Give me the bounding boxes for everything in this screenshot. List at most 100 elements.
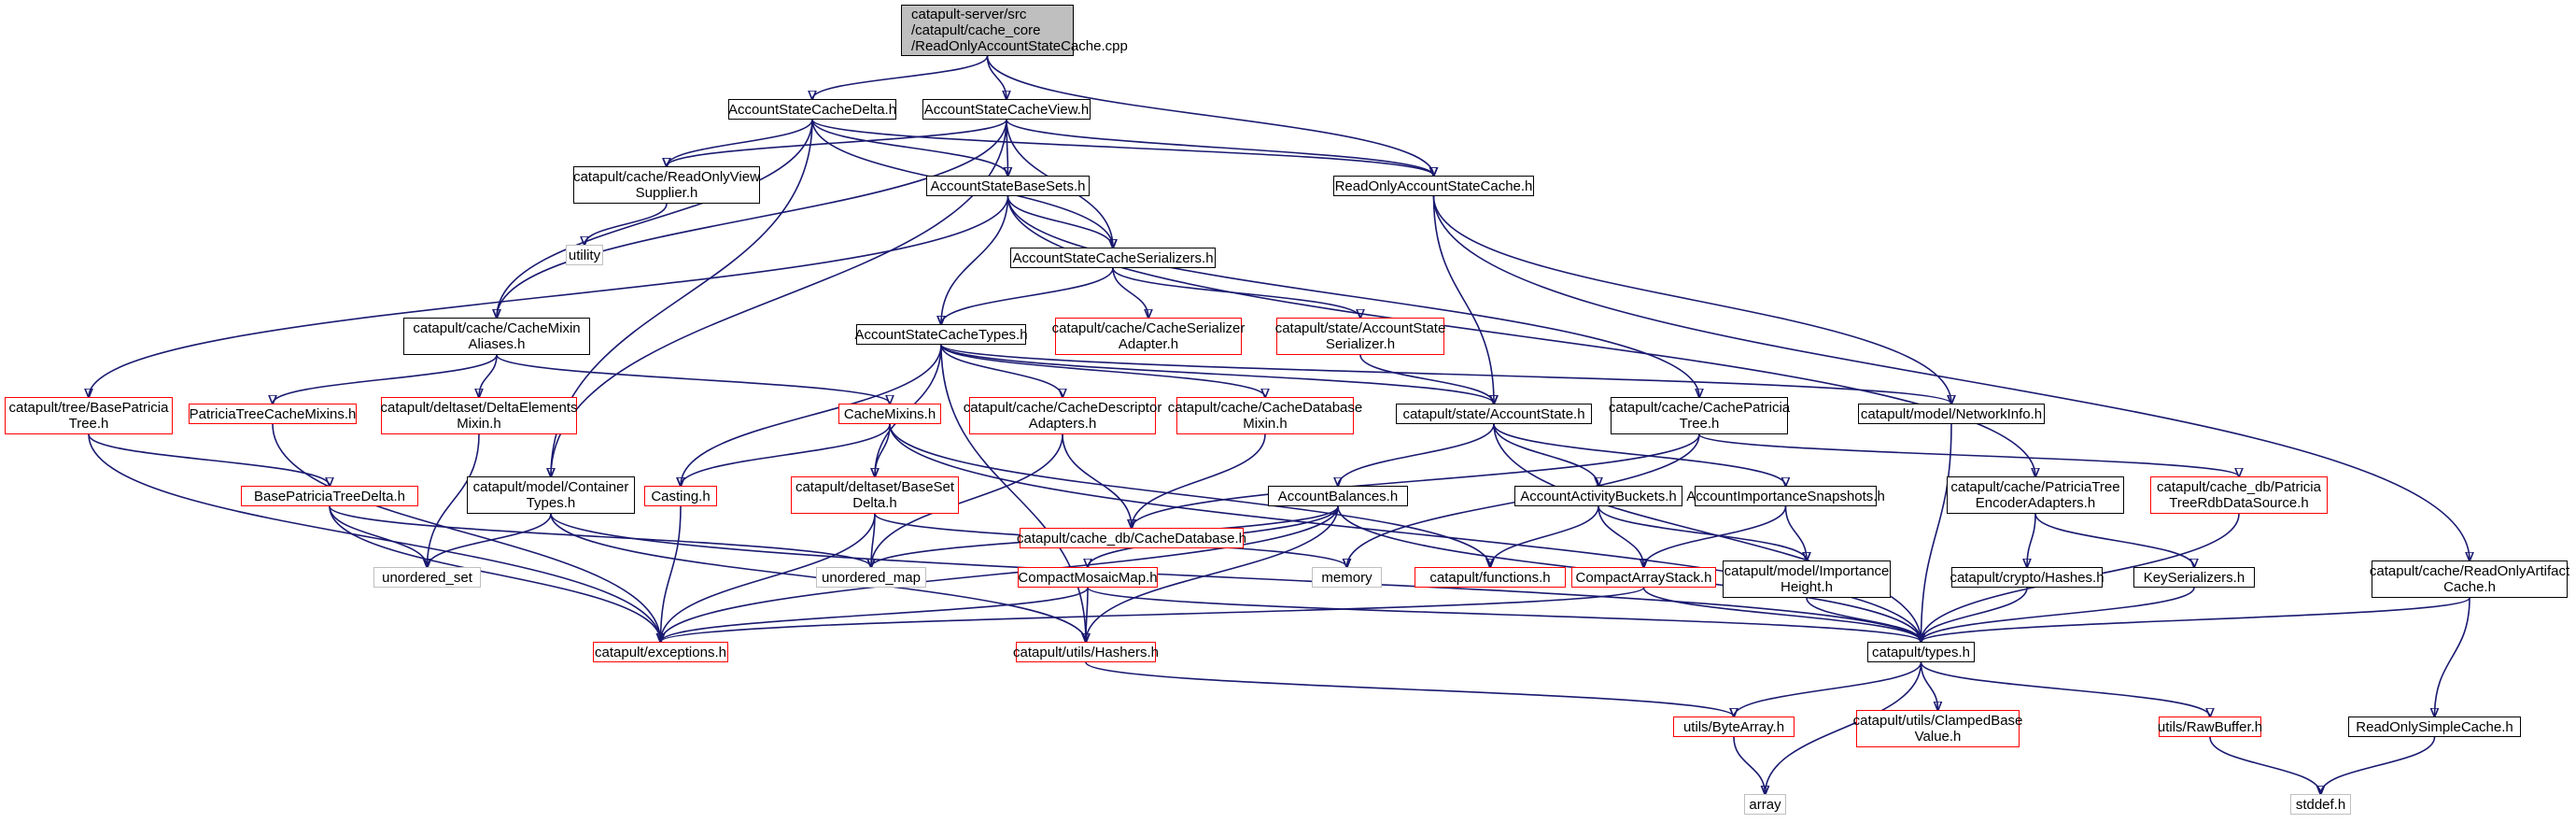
node-exceptions[interactable]: catapult/exceptions.h: [593, 642, 728, 662]
edge-compactarraystack-to-types: [1642, 587, 1921, 642]
node-network-info[interactable]: catapult/model/NetworkInfo.h: [1858, 404, 2045, 424]
edge-accountstate-to-types: [1493, 423, 1921, 642]
node-compact-array-stack[interactable]: CompactArrayStack.h: [1571, 567, 1716, 588]
edge-cachetypes-to-networkinfo: [940, 344, 1951, 404]
node-read-only-view-supplier[interactable]: catapult/cache/ReadOnlyView Supplier.h: [573, 166, 760, 204]
node-patricia-tree-cache-mixins[interactable]: PatriciaTreeCacheMixins.h: [189, 404, 357, 424]
edge-types-to-rawbuffer: [1920, 661, 2211, 717]
node-read-only-account-state-cache[interactable]: ReadOnlyAccountStateCache.h: [1333, 176, 1534, 196]
edge-networkinfo-to-types: [1921, 423, 1952, 642]
node-cache-database-mixin[interactable]: catapult/cache/CacheDatabase Mixin.h: [1168, 397, 1362, 434]
edge-statserializer-to-accountstate: [1359, 354, 1494, 404]
node-cache-descriptor-adapters[interactable]: catapult/cache/CacheDescriptor Adapters.…: [964, 397, 1161, 434]
node-account-state[interactable]: catapult/state/AccountState.h: [1396, 404, 1592, 424]
node-account-state-cache-serializers[interactable]: AccountStateCacheSerializers.h: [1010, 248, 1216, 268]
edge-basesets-to-serializers: [1006, 195, 1114, 248]
edge-patriciadelta-to-unordered_map: [329, 505, 871, 567]
edge-basesetdelta-to-exceptions: [661, 513, 876, 642]
edge-types-to-clampedbase: [1920, 661, 1938, 710]
edge-view-to-viewsupplier: [667, 119, 1007, 166]
edge-containertypes-to-unordered_set: [428, 513, 552, 567]
node-base-set-delta[interactable]: catapult/deltaset/BaseSet Delta.h: [791, 476, 959, 514]
edge-cachetypes-to-accountstate: [940, 344, 1494, 404]
node-casting[interactable]: Casting.h: [644, 486, 717, 506]
edge-bytearray-to-array: [1733, 736, 1766, 794]
node-unordered-set: unordered_set: [373, 567, 481, 588]
node-byte-array[interactable]: utils/ByteArray.h: [1673, 717, 1795, 737]
edge-artifactcache-to-simplecache: [2435, 597, 2470, 717]
node-unordered-map: unordered_map: [816, 567, 926, 588]
root-file-node: catapult-server/src /catapult/cache_core…: [901, 5, 1128, 56]
node-account-state-cache-view[interactable]: AccountStateCacheView.h: [922, 99, 1091, 120]
edge-descriptoradapters-to-unordered_map: [871, 433, 1063, 567]
edge-view-to-readonlycache: [1006, 119, 1434, 176]
node-cache-mixin-aliases[interactable]: catapult/cache/CacheMixin Aliases.h: [403, 318, 590, 355]
node-types[interactable]: catapult/types.h: [1867, 642, 1975, 662]
node-cache-patricia-tree[interactable]: catapult/cache/CachePatricia Tree.h: [1609, 397, 1790, 434]
node-read-only-artifact-cache[interactable]: catapult/cache/ReadOnlyArtifact Cache.h: [2370, 560, 2569, 598]
edge-accountstate-to-activitybuckets: [1493, 423, 1598, 486]
edge-balances-to-exceptions: [661, 505, 1339, 642]
edge-deltaelements-to-unordered_set: [428, 433, 480, 567]
node-compact-mosaic-map[interactable]: CompactMosaicMap.h: [1018, 567, 1158, 588]
edge-delta-to-basesets: [811, 119, 1008, 176]
node-importance-height[interactable]: catapult/model/Importance Height.h: [1723, 560, 1891, 598]
edge-artifactcache-to-types: [1921, 597, 2470, 642]
node-account-state-cache-delta[interactable]: AccountStateCacheDelta.h: [728, 99, 896, 120]
node-patricia-tree-rdb-data-source[interactable]: catapult/cache_db/Patricia TreeRdbDataSo…: [2150, 476, 2328, 514]
node-crypto-hashes[interactable]: catapult/crypto/Hashes.h: [1950, 567, 2104, 588]
edge-serializers-to-statserializer: [1112, 267, 1360, 318]
node-base-patricia-tree[interactable]: catapult/tree/BasePatricia Tree.h: [5, 397, 173, 434]
node-functions[interactable]: catapult/functions.h: [1415, 567, 1566, 588]
edge-activitybuckets-to-importanceheight: [1598, 505, 1807, 560]
node-account-state-base-sets[interactable]: AccountStateBaseSets.h: [926, 176, 1090, 196]
node-hashers[interactable]: catapult/utils/Hashers.h: [1013, 642, 1159, 662]
edge-readonlycache-to-artifactcache: [1432, 195, 2470, 560]
edge-compactmosaicmap-to-hashers: [1086, 587, 1088, 642]
node-account-importance-snapshots[interactable]: AccountImportanceSnapshots.h: [1686, 486, 1885, 506]
edge-basesets-to-cachetypes: [941, 195, 1009, 324]
edge-basesets-to-cachepatricia: [1006, 195, 1700, 397]
node-read-only-simple-cache[interactable]: ReadOnlySimpleCache.h: [2348, 717, 2521, 737]
node-account-state-cache-types[interactable]: AccountStateCacheTypes.h: [854, 324, 1028, 345]
edge-dbmixin-to-cachedatabase: [1132, 433, 1266, 528]
node-cache-mixins[interactable]: CacheMixins.h: [838, 404, 941, 424]
edge-view-to-mixinaliases: [497, 119, 1007, 318]
edge-delta-to-mixinaliases: [497, 119, 813, 318]
node-clamped-base-value[interactable]: catapult/utils/ClampedBase Value.h: [1853, 710, 2022, 747]
node-base-patricia-tree-delta[interactable]: BasePatriciaTreeDelta.h: [241, 486, 418, 506]
edge-cachemixins-to-types: [889, 423, 1921, 642]
node-stddef: stddef.h: [2290, 794, 2351, 815]
edge-cachemixins-to-basesetdelta: [875, 423, 891, 476]
node-patricia-tree-encoder-adapters[interactable]: catapult/cache/PatriciaTree EncoderAdapt…: [1947, 476, 2124, 514]
edge-activitybuckets-to-compactarraystack: [1598, 505, 1644, 567]
edge-cachetypes-to-descriptoradapters: [940, 344, 1063, 397]
node-account-balances[interactable]: AccountBalances.h: [1268, 486, 1408, 506]
node-key-serializers[interactable]: KeySerializers.h: [2133, 567, 2255, 588]
node-account-state-serializer[interactable]: catapult/state/AccountState Serializer.h: [1275, 318, 1445, 355]
node-account-activity-buckets[interactable]: AccountActivityBuckets.h: [1514, 486, 1682, 506]
node-raw-buffer[interactable]: utils/RawBuffer.h: [2158, 717, 2262, 737]
edge-containertypes-to-types: [550, 513, 1921, 642]
edge-compactarraystack-to-exceptions: [661, 587, 1645, 642]
edge-accountstate-to-balances: [1338, 423, 1495, 486]
edge-root-to-delta: [812, 55, 989, 99]
node-container-types[interactable]: catapult/model/Container Types.h: [467, 476, 635, 514]
edge-cachetypes-to-hashers: [940, 344, 1086, 642]
edge-importancesnap-to-compactarraystack: [1644, 505, 1787, 567]
node-cache-database[interactable]: catapult/cache_db/CacheDatabase.h: [1017, 528, 1246, 548]
edge-readonlycache-to-networkinfo: [1432, 195, 1952, 404]
node-memory: memory: [1312, 567, 1382, 588]
edge-encoderadapters-to-keyserializers: [2034, 513, 2194, 567]
edge-cachemixins-to-casting: [681, 423, 891, 486]
edge-compactmosaicmap-to-types: [1087, 587, 1921, 642]
node-delta-elements-mixin[interactable]: catapult/deltaset/DeltaElements Mixin.h: [381, 397, 577, 434]
edge-mixinaliases-to-cachemixins: [496, 354, 890, 404]
node-cache-serializer-adapter[interactable]: catapult/cache/CacheSerializer Adapter.h: [1052, 318, 1245, 355]
edge-cachepatricia-to-rdbdatasource: [1698, 433, 2239, 476]
edge-cachetypes-to-casting: [681, 344, 942, 486]
edge-root-to-view: [986, 55, 1007, 99]
edge-basesets-to-basepatricia: [89, 195, 1009, 397]
edge-cachemixins-to-functions: [889, 423, 1490, 567]
